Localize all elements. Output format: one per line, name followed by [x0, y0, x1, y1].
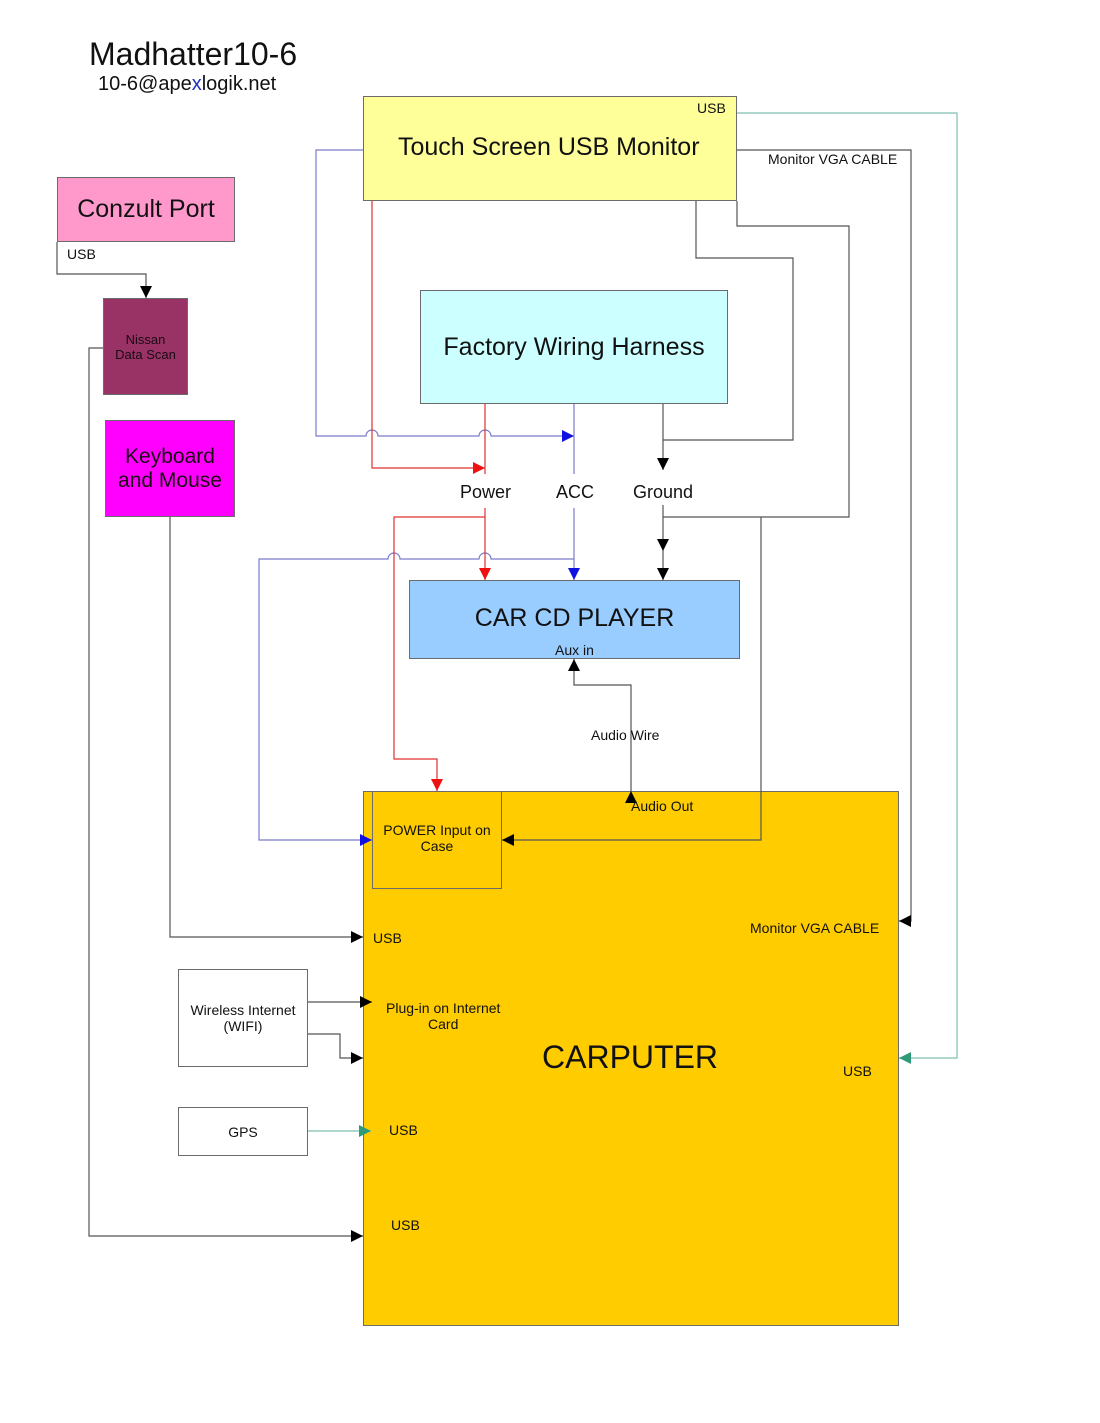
gps-node[interactable]: GPS	[178, 1107, 308, 1156]
wireless-internet-node[interactable]: Wireless Internet (WIFI)	[178, 969, 308, 1067]
author-email: 10-6@apexlogik.net	[98, 73, 276, 96]
email-suffix: logik.net	[201, 73, 277, 95]
touch-screen-usb-port-label: USB	[697, 100, 726, 116]
carputer-usb-keyboard-label: USB	[373, 930, 402, 946]
touch-screen-label: Touch Screen USB Monitor	[398, 133, 700, 161]
carputer-usb-gps-label: USB	[389, 1122, 418, 1138]
wire-monitor-to-ground-bus	[663, 201, 850, 518]
gps-label: GPS	[228, 1123, 258, 1140]
conzult-port-node[interactable]: Conzult Port	[57, 177, 235, 242]
conzult-port-label: Conzult Port	[77, 195, 215, 223]
wifi-label-line2: (WIFI)	[223, 1018, 263, 1034]
wire-conzult-to-nissan	[56, 242, 152, 298]
carputer-usb-monitor-label: USB	[843, 1063, 872, 1079]
wifi-label-line1: Wireless Internet	[190, 1002, 296, 1018]
acc-wire-label: ACC	[556, 482, 595, 502]
audio-wire-label: Audio Wire	[591, 727, 660, 743]
factory-harness-label: Factory Wiring Harness	[443, 332, 705, 361]
carputer-usb-nissan-label: USB	[391, 1217, 420, 1233]
keyboard-mouse-node[interactable]: Keyboard and Mouse	[105, 420, 235, 517]
touch-screen-monitor-node[interactable]: Touch Screen USB Monitor	[363, 96, 737, 201]
car-cd-player-node[interactable]: CAR CD PLAYER Aux in	[409, 580, 740, 659]
wire-nissan-to-carputer	[88, 347, 363, 1242]
power-input-line1: POWER Input on	[383, 822, 491, 838]
wire-monitor-usb-to-carputer	[737, 112, 958, 1064]
audio-out-label: Audio Out	[631, 798, 694, 814]
wire-monitor-acc	[315, 149, 574, 442]
nissan-data-scan-node[interactable]: Nissan Data Scan	[103, 298, 188, 395]
aux-in-label: Aux in	[555, 642, 594, 658]
wire-audio	[568, 659, 637, 803]
wire-monitor-ground-to-harness-ground	[663, 201, 794, 441]
keyboard-label-line1: Keyboard	[125, 444, 215, 468]
carputer-label: CARPUTER	[542, 1039, 719, 1075]
wire-keyboard-to-carputer	[169, 517, 363, 943]
keyboard-label-line2: and Mouse	[118, 468, 222, 492]
carputer-monitor-vga-label: Monitor VGA CABLE	[750, 920, 880, 936]
ground-wire-label: Ground	[633, 482, 694, 502]
email-prefix: 10-6@ape	[98, 73, 192, 95]
wire-wifi-to-carputer-2	[308, 1033, 363, 1064]
diagram-title: Madhatter10-6	[89, 36, 298, 72]
nissan-label-line1: Nissan	[125, 331, 166, 347]
factory-wiring-harness-node[interactable]: Factory Wiring Harness	[420, 290, 728, 404]
email-highlight: x	[191, 73, 202, 95]
wire-ground-bus-to-power-input	[502, 517, 762, 846]
power-input-on-case-port[interactable]: POWER Input on Case	[372, 791, 502, 889]
conzult-usb-label: USB	[67, 246, 96, 262]
power-wire-label: Power	[460, 482, 512, 502]
wire-monitor-power	[371, 201, 485, 474]
wire-monitor-vga-to-carputer	[737, 149, 912, 927]
car-cd-player-label: CAR CD PLAYER	[474, 604, 675, 632]
internet-card-line2: Card	[428, 1016, 459, 1033]
monitor-vga-cable-label-top: Monitor VGA CABLE	[768, 151, 898, 167]
internet-card-label: Plug-in on Internet Card	[386, 1000, 500, 1032]
nissan-label-line2: Data Scan	[115, 346, 176, 362]
internet-card-line1: Plug-in on Internet	[386, 1000, 501, 1016]
power-input-line2: Case	[420, 838, 454, 854]
wire-power-to-carputer	[393, 516, 485, 791]
wire-acc-to-power-input	[258, 552, 574, 846]
